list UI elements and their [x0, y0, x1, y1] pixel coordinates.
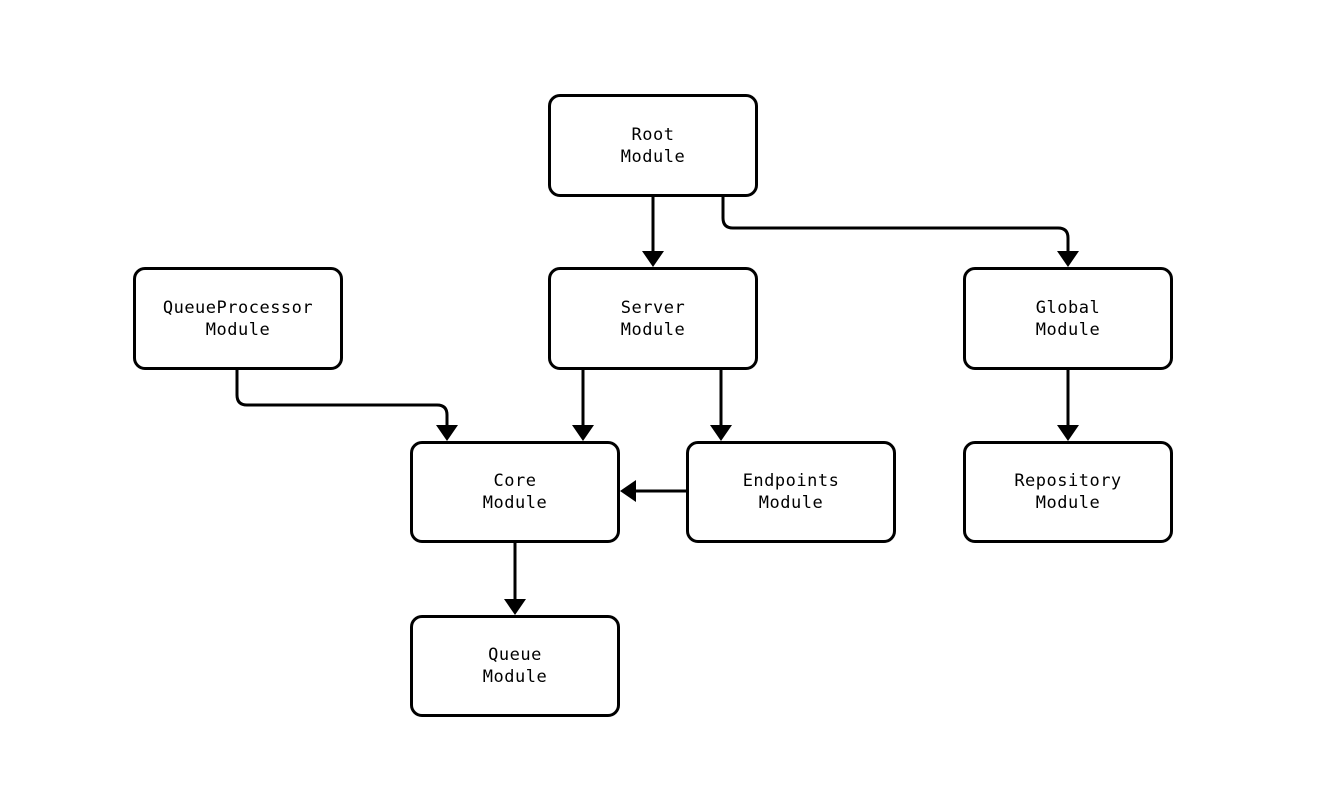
edge-global-to-repository	[1057, 370, 1079, 441]
edge-queueprocessor-to-core	[235, 370, 458, 441]
arrowhead-icon	[504, 599, 526, 615]
edge-line	[721, 197, 1070, 251]
arrowhead-icon	[1057, 425, 1079, 441]
edge-server-to-core	[572, 370, 594, 441]
edge-root-to-server	[642, 197, 664, 267]
node-label-primary: Core	[493, 471, 537, 491]
node-label-secondary: Module	[482, 493, 548, 513]
arrowhead-icon	[572, 425, 594, 441]
node-label-primary: QueueProcessor	[162, 297, 314, 318]
node-label-primary: Root	[631, 124, 675, 145]
edge-server-to-endpoints	[710, 370, 732, 441]
arrowhead-icon	[436, 425, 458, 441]
node-label-secondary: Module	[1035, 493, 1101, 513]
node-label-primary: Repository	[1014, 471, 1122, 491]
node-label-primary: Queue	[488, 645, 542, 665]
arrowhead-icon	[710, 425, 732, 441]
node-label-secondary: Module	[620, 146, 686, 167]
edge-line	[235, 370, 449, 425]
edge-root-to-global	[721, 197, 1079, 267]
node-label-secondary: Module	[205, 319, 271, 340]
node-label-primary: Server	[620, 297, 686, 318]
arrowhead-icon	[642, 251, 664, 267]
node-label-secondary: Module	[1035, 319, 1101, 340]
edge-endpoints-to-core	[620, 480, 686, 502]
edge-core-to-queue	[504, 543, 526, 615]
node-label-secondary: Module	[758, 493, 824, 513]
arrowhead-icon	[620, 480, 636, 502]
node-label-primary: Endpoints	[742, 471, 840, 491]
node-label-primary: Global	[1035, 297, 1101, 318]
node-label-secondary: Module	[482, 667, 548, 687]
node-label-secondary: Module	[620, 319, 686, 340]
arrowhead-icon	[1057, 251, 1079, 267]
